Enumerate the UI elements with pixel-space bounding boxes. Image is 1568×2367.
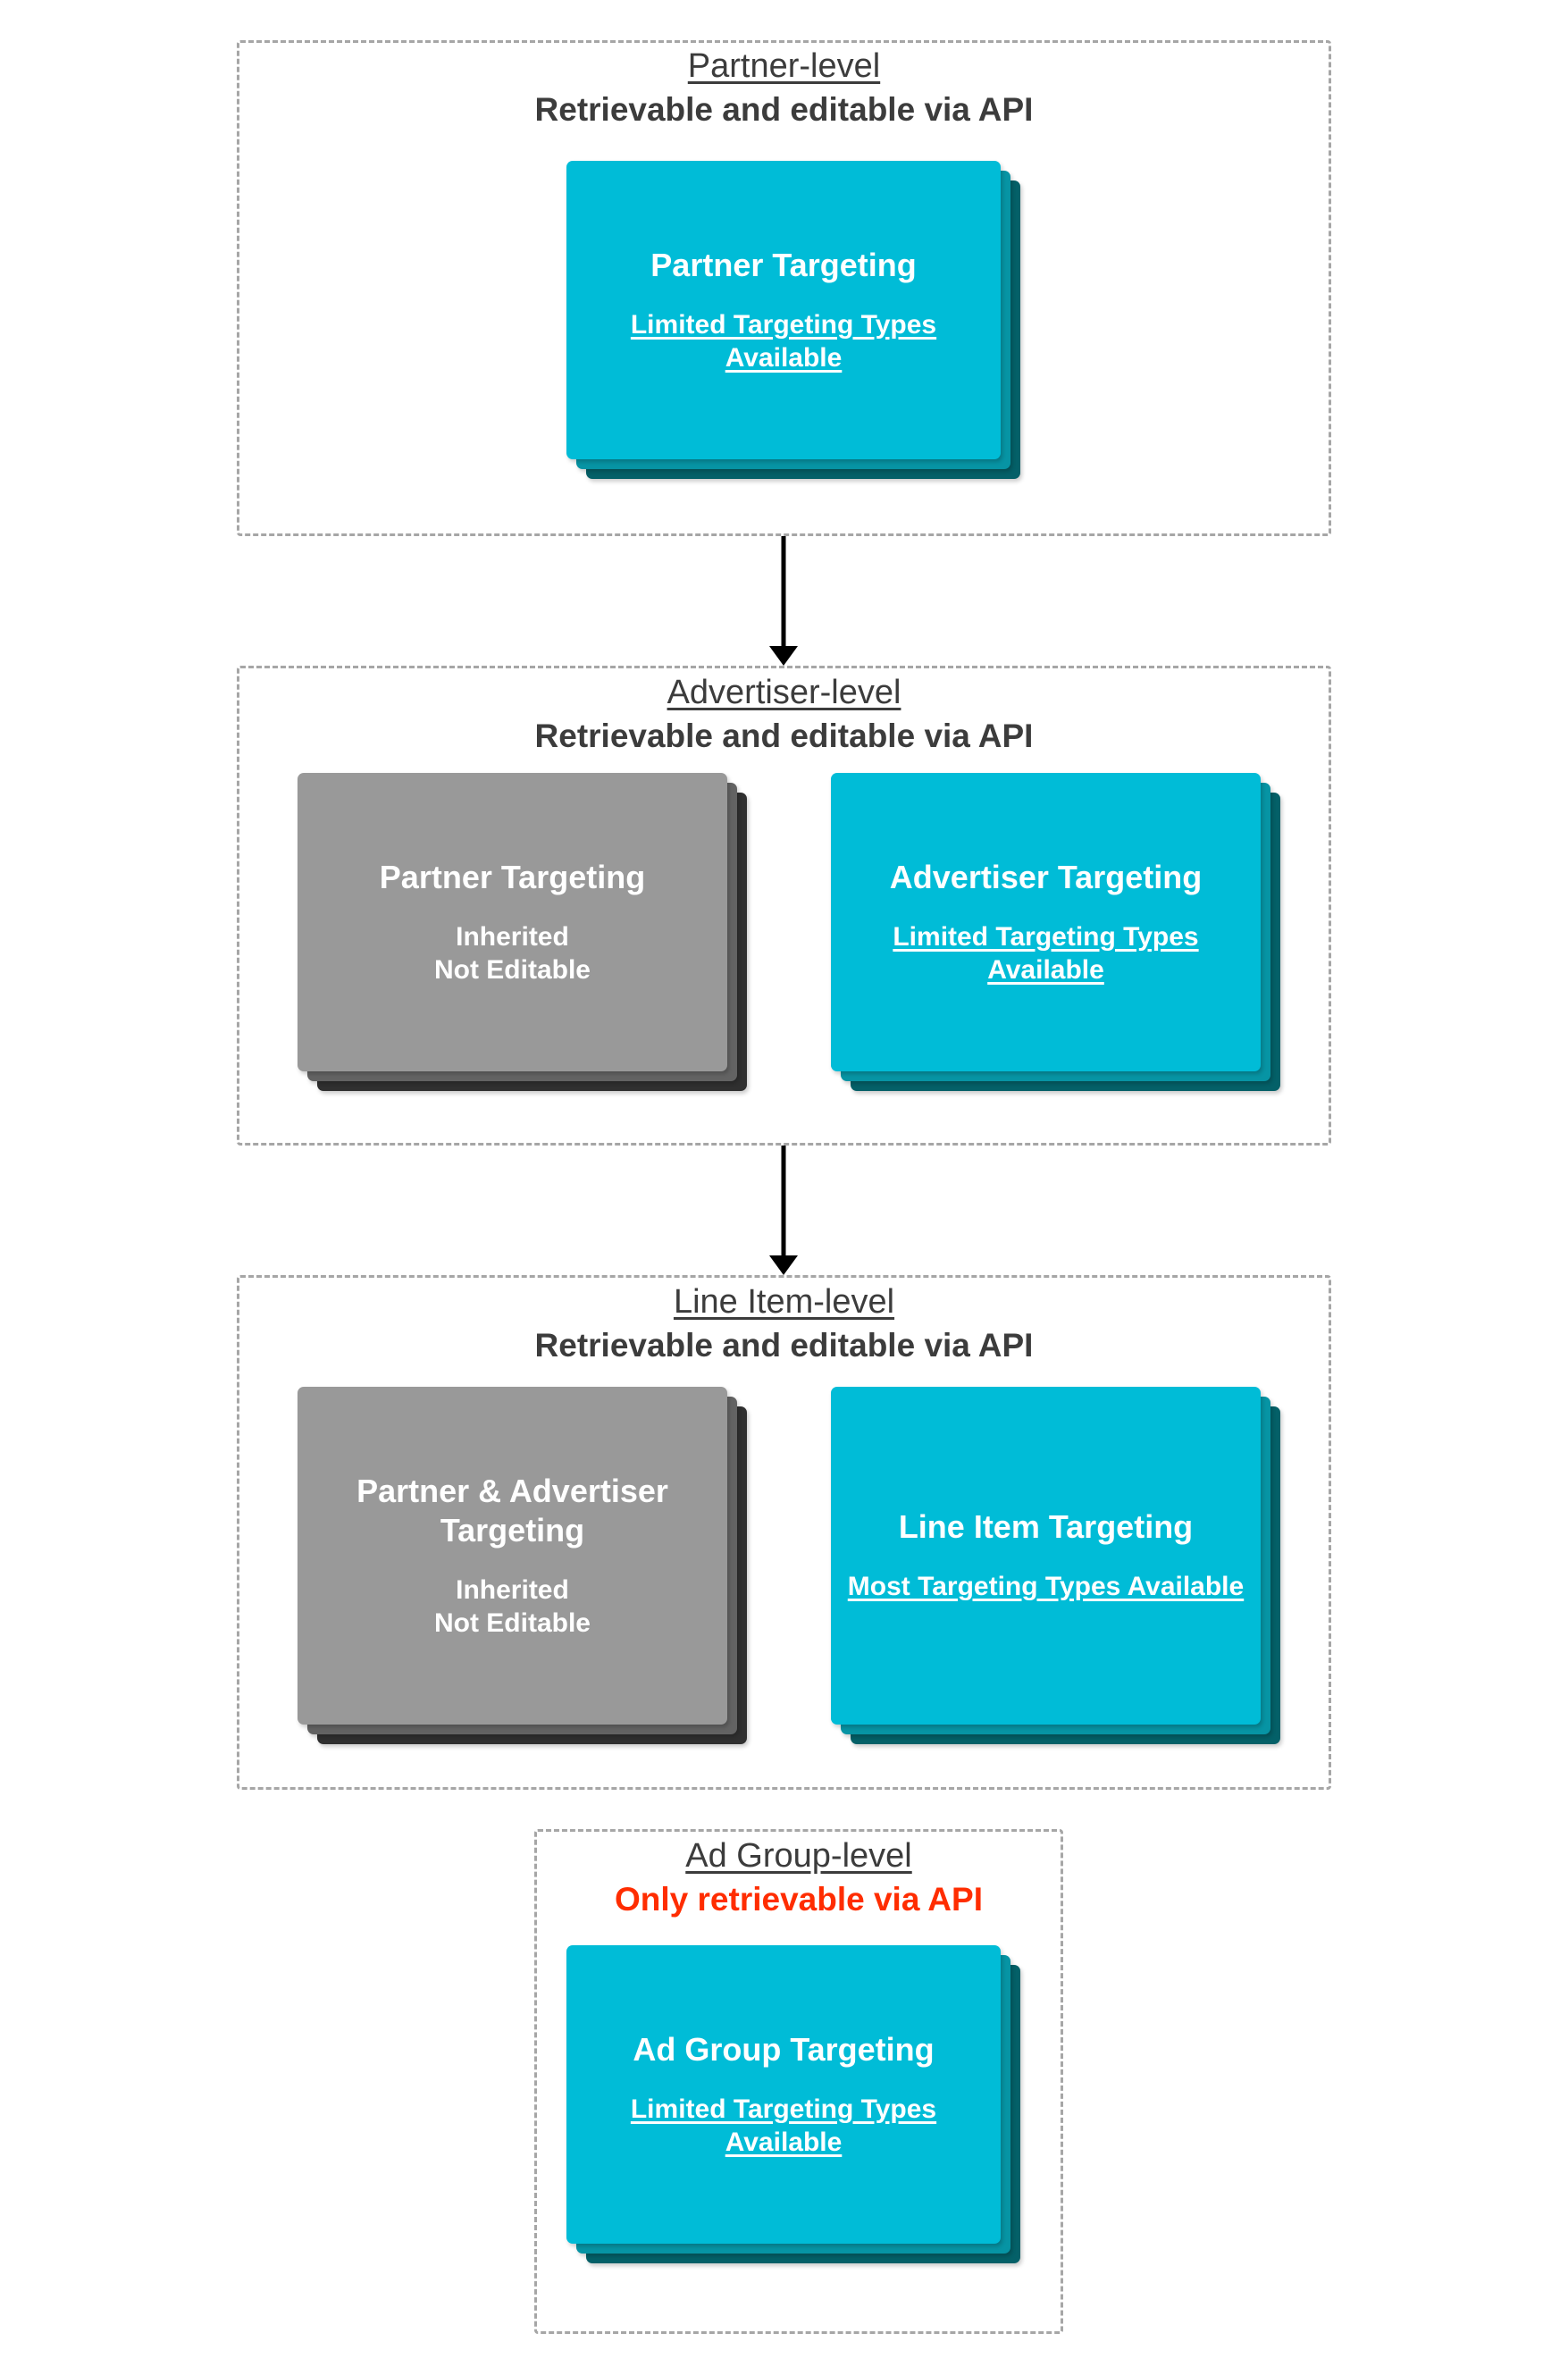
card-title: Ad Group Targeting — [633, 2030, 935, 2068]
card-inherited-partner-advertiser-targeting[interactable]: Partner & Advertiser Targeting Inherited… — [298, 1387, 727, 1725]
connector-arrowhead — [769, 646, 798, 666]
card-stack-inherited-partner-targeting: Partner Targeting Inherited Not Editable — [298, 773, 747, 1091]
card-stack-inherited-partner-advertiser-targeting: Partner & Advertiser Targeting Inherited… — [298, 1387, 747, 1744]
level-container-line-item — [237, 1275, 1331, 1790]
level-container-partner — [237, 40, 1331, 536]
card-stack-advertiser-targeting: Advertiser Targeting Limited Targeting T… — [831, 773, 1280, 1091]
card-stack-partner-targeting: Partner Targeting Limited Targeting Type… — [566, 161, 1020, 479]
card-note: Most Targeting Types Available — [847, 1572, 1245, 1602]
card-title: Line Item Targeting — [898, 1508, 1194, 1546]
card-line-item-targeting[interactable]: Line Item Targeting Most Targeting Types… — [831, 1387, 1261, 1725]
level-container-advertiser — [237, 666, 1331, 1146]
card-stack-ad-group-targeting: Ad Group Targeting Limited Targeting Typ… — [566, 1945, 1020, 2263]
card-advertiser-targeting[interactable]: Advertiser Targeting Limited Targeting T… — [831, 773, 1261, 1071]
card-title: Partner Targeting — [379, 858, 646, 895]
card-note: Inherited Not Editable — [433, 1574, 591, 1638]
card-note: Limited Targeting Types Available — [893, 921, 1199, 985]
card-note: Limited Targeting Types Available — [630, 309, 937, 373]
card-title: Advertiser Targeting — [889, 858, 1203, 895]
card-title: Partner Targeting — [650, 246, 917, 283]
card-title: Partner & Advertiser Targeting — [356, 1472, 668, 1549]
connector-shaft — [781, 1146, 786, 1255]
card-stack-line-item-targeting: Line Item Targeting Most Targeting Types… — [831, 1387, 1280, 1744]
card-inherited-partner-targeting[interactable]: Partner Targeting Inherited Not Editable — [298, 773, 727, 1071]
card-note: Inherited Not Editable — [433, 921, 591, 985]
connector-arrowhead — [769, 1255, 798, 1275]
card-ad-group-targeting[interactable]: Ad Group Targeting Limited Targeting Typ… — [566, 1945, 1001, 2244]
connector-shaft — [781, 536, 786, 646]
card-partner-targeting[interactable]: Partner Targeting Limited Targeting Type… — [566, 161, 1001, 459]
level-container-ad-group — [534, 1829, 1063, 2334]
card-note: Limited Targeting Types Available — [630, 2094, 937, 2157]
